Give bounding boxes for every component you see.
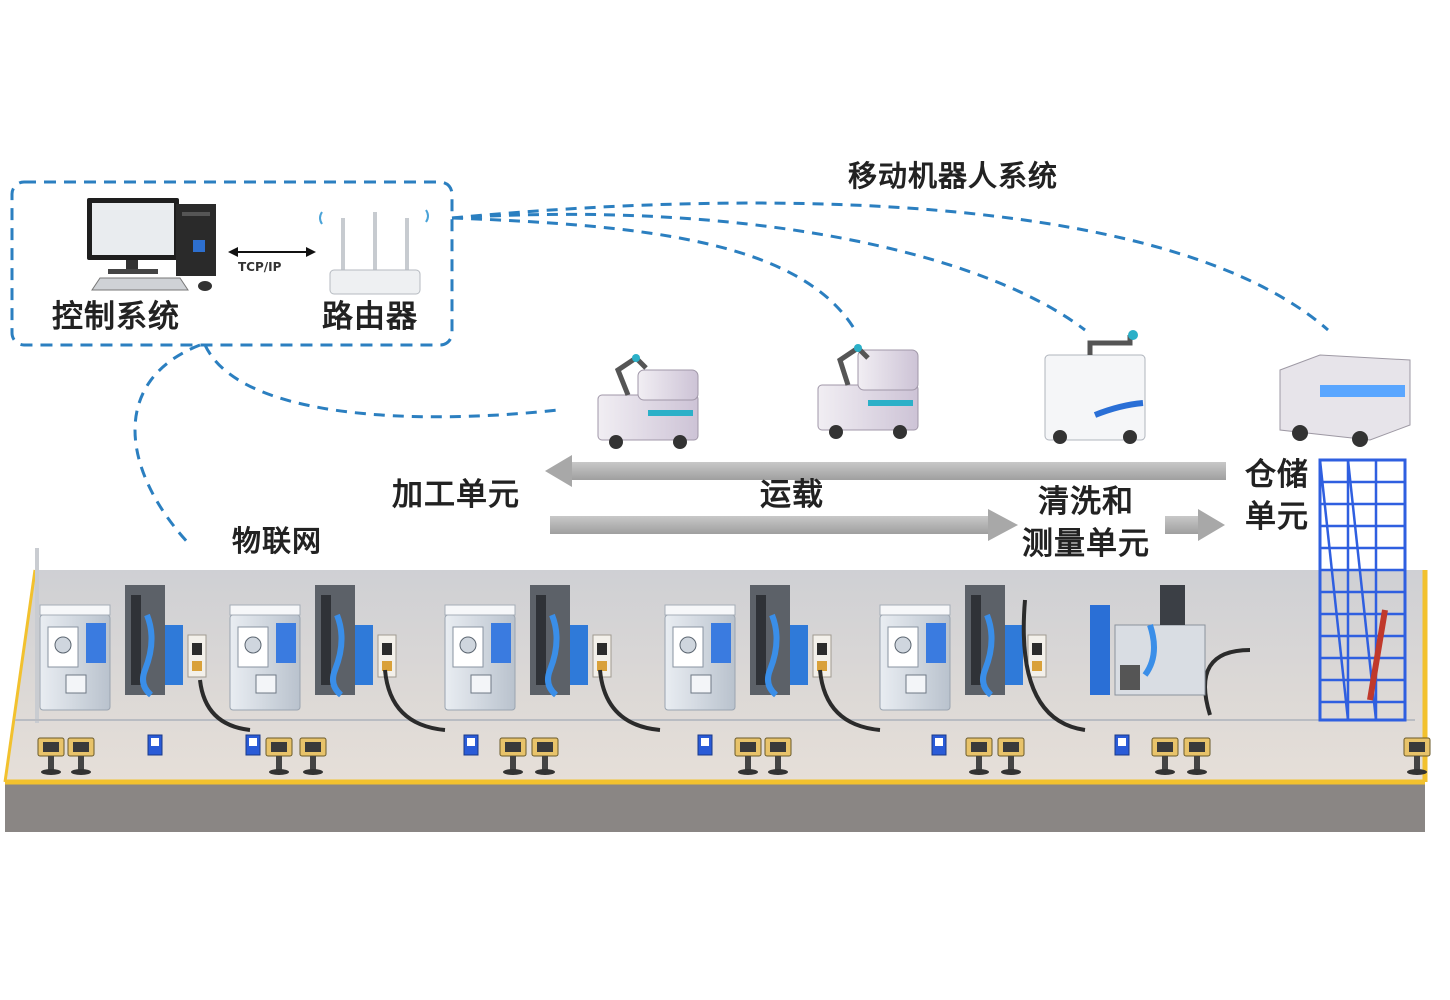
mouse-icon (198, 281, 212, 291)
mobile-robot-system-label: 移动机器人系统 (848, 159, 1059, 193)
transport-label: 运载 (760, 477, 824, 513)
cleaning-unit-label-line1: 清洗和 (1038, 484, 1134, 520)
transport-arrows (545, 455, 1226, 541)
storage-unit-label-line1: 仓储 (1245, 457, 1309, 493)
wireless-links (133, 201, 1329, 547)
mobile-robot-icon (597, 354, 699, 449)
pc-tower-icon (176, 204, 216, 276)
router-icon (319, 209, 429, 295)
router-label: 路由器 (322, 299, 418, 335)
mobile-robot-icon (1044, 330, 1146, 444)
floor-cables (198, 599, 1251, 732)
monitor-icon (87, 198, 179, 274)
tcpip-link (228, 247, 316, 257)
storage-rack-icon (1318, 458, 1407, 722)
storage-unit-label-line2: 单元 (1245, 499, 1309, 535)
protocol-label: TCP/IP (238, 260, 282, 274)
cleaning-measurement-cell (1090, 585, 1206, 696)
iot-label: 物联网 (232, 524, 323, 558)
keyboard-icon (91, 277, 189, 291)
mobile-robot-icon (817, 344, 919, 439)
cleaning-unit-label-line2: 测量单元 (1022, 526, 1150, 562)
mobile-robot-icon (1279, 354, 1411, 447)
control-group-box (10, 180, 454, 347)
control-system-label: 控制系统 (52, 299, 180, 335)
processing-unit-label: 加工单元 (392, 477, 520, 513)
